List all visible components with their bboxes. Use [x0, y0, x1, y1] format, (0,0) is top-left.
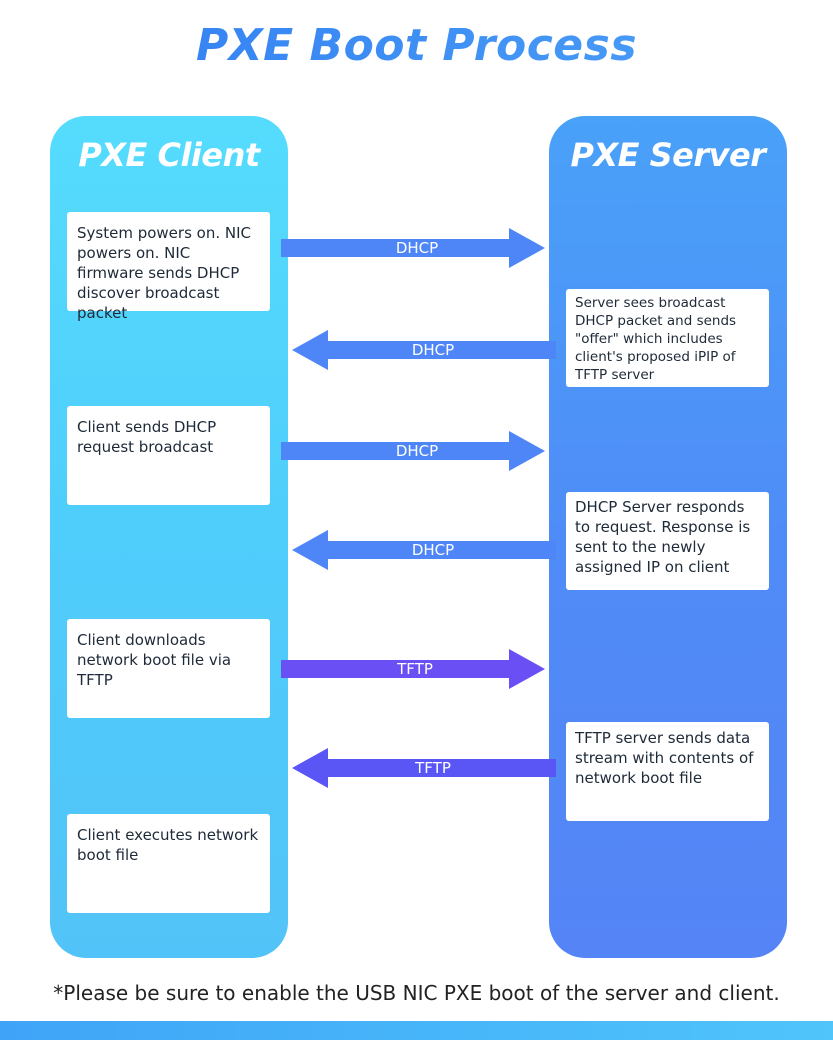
arrow-left-shape	[292, 748, 556, 788]
server-step-2: DHCP Server responds to request. Respons…	[566, 492, 769, 590]
server-step-3: TFTP server sends data stream with conte…	[566, 722, 769, 821]
bottom-bar	[0, 1021, 833, 1040]
arrow-label: TFTP	[397, 660, 433, 678]
arrow-dhcp-request: DHCP	[281, 431, 545, 471]
client-step-4: Client executes network boot file	[67, 814, 270, 913]
client-step-3: Client downloads network boot file via T…	[67, 619, 270, 718]
arrow-label: DHCP	[411, 541, 455, 559]
arrow-right-shape	[281, 431, 545, 471]
arrow-left-shape	[292, 530, 556, 570]
arrow-label: DHCP	[395, 239, 439, 257]
diagram-title: PXE Boot Process	[0, 20, 833, 71]
client-step-1: System powers on. NIC powers on. NIC fir…	[67, 212, 270, 322]
client-step-2: Client sends DHCP request broadcast	[67, 406, 270, 505]
arrow-dhcp-offer: DHCP	[292, 330, 556, 370]
arrow-label: DHCP	[395, 442, 439, 460]
footnote: *Please be sure to enable the USB NIC PX…	[53, 981, 780, 1005]
arrow-tftp-request: TFTP	[281, 649, 545, 689]
arrow-dhcp-discover: DHCP	[281, 228, 545, 268]
client-heading: PXE Client	[78, 136, 260, 174]
arrow-label: DHCP	[411, 341, 455, 359]
arrow-right-shape	[281, 649, 545, 689]
arrow-left-shape	[292, 330, 556, 370]
server-step-1: Server sees broadcast DHCP packet and se…	[566, 289, 769, 387]
arrow-dhcp-ack: DHCP	[292, 530, 556, 570]
arrow-label: TFTP	[415, 759, 451, 777]
arrow-tftp-data: TFTP	[292, 748, 556, 788]
arrow-right-shape	[281, 228, 545, 268]
server-heading: PXE Server	[570, 136, 767, 174]
